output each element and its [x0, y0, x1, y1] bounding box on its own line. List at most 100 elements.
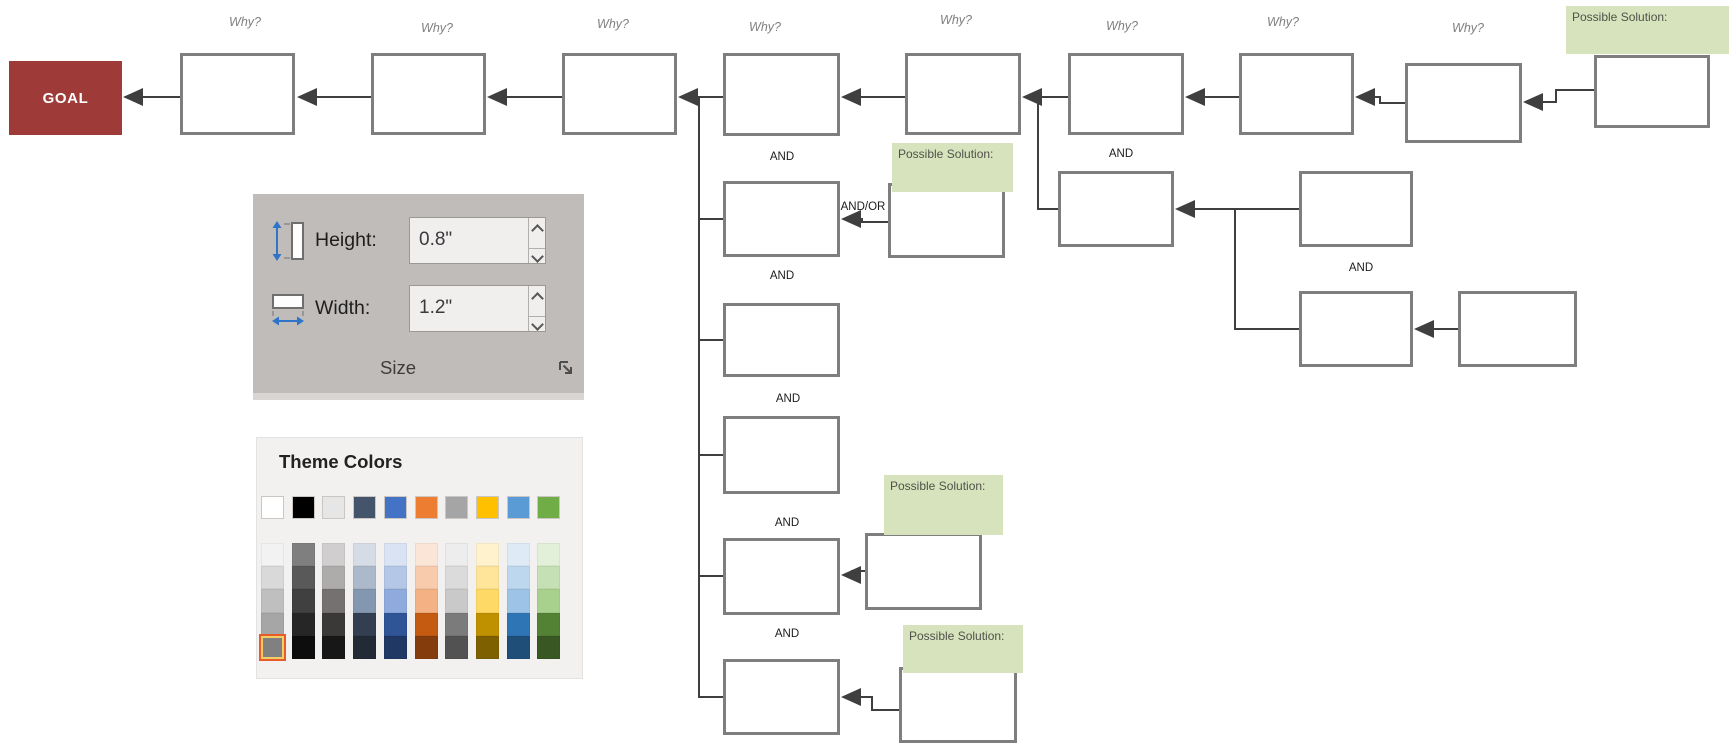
chain-box-5[interactable]	[905, 53, 1021, 135]
variant-column	[415, 543, 438, 659]
theme-color-swatch[interactable]	[292, 496, 315, 519]
variant-swatch[interactable]	[322, 589, 345, 613]
variant-swatch[interactable]	[507, 589, 530, 613]
variant-swatch[interactable]	[292, 589, 315, 613]
variant-column	[537, 543, 560, 659]
variant-swatch[interactable]	[322, 635, 345, 659]
variant-swatch[interactable]	[415, 566, 438, 590]
cause-box-5[interactable]	[723, 659, 840, 735]
dialog-launcher-icon[interactable]	[556, 358, 576, 378]
variant-swatch[interactable]	[353, 543, 376, 567]
variant-swatch[interactable]	[476, 566, 499, 590]
variant-swatch[interactable]	[445, 566, 468, 590]
theme-color-swatch[interactable]	[507, 496, 530, 519]
solution-box-2[interactable]	[865, 533, 982, 610]
variant-swatch[interactable]	[415, 543, 438, 567]
variant-swatch[interactable]	[261, 566, 284, 590]
height-spinner-buttons	[528, 218, 545, 263]
chain-box-7[interactable]	[1239, 53, 1354, 135]
variant-swatch[interactable]	[507, 543, 530, 567]
variant-swatch[interactable]	[292, 543, 315, 567]
variant-swatch[interactable]	[384, 635, 407, 659]
variant-swatch[interactable]	[445, 635, 468, 659]
variant-swatch[interactable]	[507, 635, 530, 659]
width-label: Width:	[315, 297, 371, 319]
variant-swatch[interactable]	[507, 566, 530, 590]
chain-box-3[interactable]	[562, 53, 677, 135]
variant-swatch[interactable]	[261, 589, 284, 613]
variant-swatch[interactable]	[353, 566, 376, 590]
theme-color-swatch[interactable]	[322, 496, 345, 519]
variant-swatch[interactable]	[415, 589, 438, 613]
variant-swatch[interactable]	[476, 543, 499, 567]
variant-swatch[interactable]	[537, 543, 560, 567]
variant-swatch[interactable]	[415, 635, 438, 659]
width-value[interactable]: 1.2"	[419, 297, 453, 318]
variant-swatch[interactable]	[415, 612, 438, 636]
theme-color-swatch[interactable]	[476, 496, 499, 519]
variant-swatch[interactable]	[261, 543, 284, 567]
possible-solution-note-1[interactable]: Possible Solution:	[1566, 6, 1729, 54]
why-label: Why?	[940, 13, 972, 27]
branch-box-2[interactable]	[1299, 171, 1413, 247]
variant-swatch[interactable]	[476, 612, 499, 636]
theme-color-swatch[interactable]	[445, 496, 468, 519]
chain-box-4[interactable]	[723, 53, 840, 136]
theme-color-swatch[interactable]	[261, 496, 284, 519]
solution-box-1[interactable]	[888, 183, 1005, 258]
width-decrease-button[interactable]	[529, 317, 545, 343]
cause-box-2[interactable]	[723, 303, 840, 377]
variant-swatch[interactable]	[445, 589, 468, 613]
chain-box-2[interactable]	[371, 53, 486, 135]
height-increase-button[interactable]	[529, 224, 545, 249]
branch-box-4[interactable]	[1458, 291, 1577, 367]
solution-box-3[interactable]	[899, 667, 1017, 743]
variant-swatch[interactable]	[261, 612, 284, 636]
variant-swatch[interactable]	[353, 635, 376, 659]
variant-swatch[interactable]	[322, 566, 345, 590]
variant-swatch[interactable]	[537, 566, 560, 590]
goal-box[interactable]: GOAL	[9, 61, 122, 135]
variant-swatch[interactable]	[384, 566, 407, 590]
variant-swatch[interactable]	[292, 566, 315, 590]
variant-swatch[interactable]	[322, 612, 345, 636]
height-decrease-button[interactable]	[529, 249, 545, 275]
variant-swatch[interactable]	[507, 612, 530, 636]
height-value[interactable]: 0.8"	[419, 229, 453, 250]
variant-swatch[interactable]	[537, 612, 560, 636]
variant-swatch[interactable]	[292, 612, 315, 636]
variant-swatch[interactable]	[384, 612, 407, 636]
branch-box-1[interactable]	[1058, 171, 1174, 247]
height-spinner[interactable]: 0.8"	[409, 217, 546, 264]
cause-box-3[interactable]	[723, 416, 840, 494]
variant-swatch[interactable]	[292, 635, 315, 659]
variant-swatch[interactable]	[445, 543, 468, 567]
width-increase-button[interactable]	[529, 292, 545, 317]
chain-box-6[interactable]	[1068, 53, 1184, 135]
branch-box-3[interactable]	[1299, 291, 1413, 367]
variant-swatch[interactable]	[476, 589, 499, 613]
width-spinner[interactable]: 1.2"	[409, 285, 546, 332]
theme-color-swatch[interactable]	[384, 496, 407, 519]
theme-color-swatch[interactable]	[353, 496, 376, 519]
variant-swatch[interactable]	[537, 635, 560, 659]
variant-swatch[interactable]	[384, 543, 407, 567]
theme-color-swatch[interactable]	[537, 496, 560, 519]
variant-swatch[interactable]	[537, 589, 560, 613]
chain-box-1[interactable]	[180, 53, 295, 135]
possible-solution-note-2[interactable]: Possible Solution:	[892, 143, 1013, 192]
variant-swatch[interactable]	[476, 635, 499, 659]
variant-swatch[interactable]	[322, 543, 345, 567]
possible-solution-note-4[interactable]: Possible Solution:	[903, 625, 1023, 673]
variant-swatch[interactable]	[445, 612, 468, 636]
variant-swatch[interactable]	[353, 589, 376, 613]
cause-box-1[interactable]	[723, 181, 840, 257]
theme-color-swatch[interactable]	[415, 496, 438, 519]
chain-box-9[interactable]	[1594, 55, 1710, 128]
possible-solution-note-3[interactable]: Possible Solution:	[884, 475, 1003, 535]
variant-swatch[interactable]	[353, 612, 376, 636]
variant-swatch[interactable]	[384, 589, 407, 613]
chain-box-8[interactable]	[1405, 63, 1522, 143]
cause-box-4[interactable]	[723, 538, 840, 615]
variant-swatch[interactable]	[259, 633, 286, 661]
